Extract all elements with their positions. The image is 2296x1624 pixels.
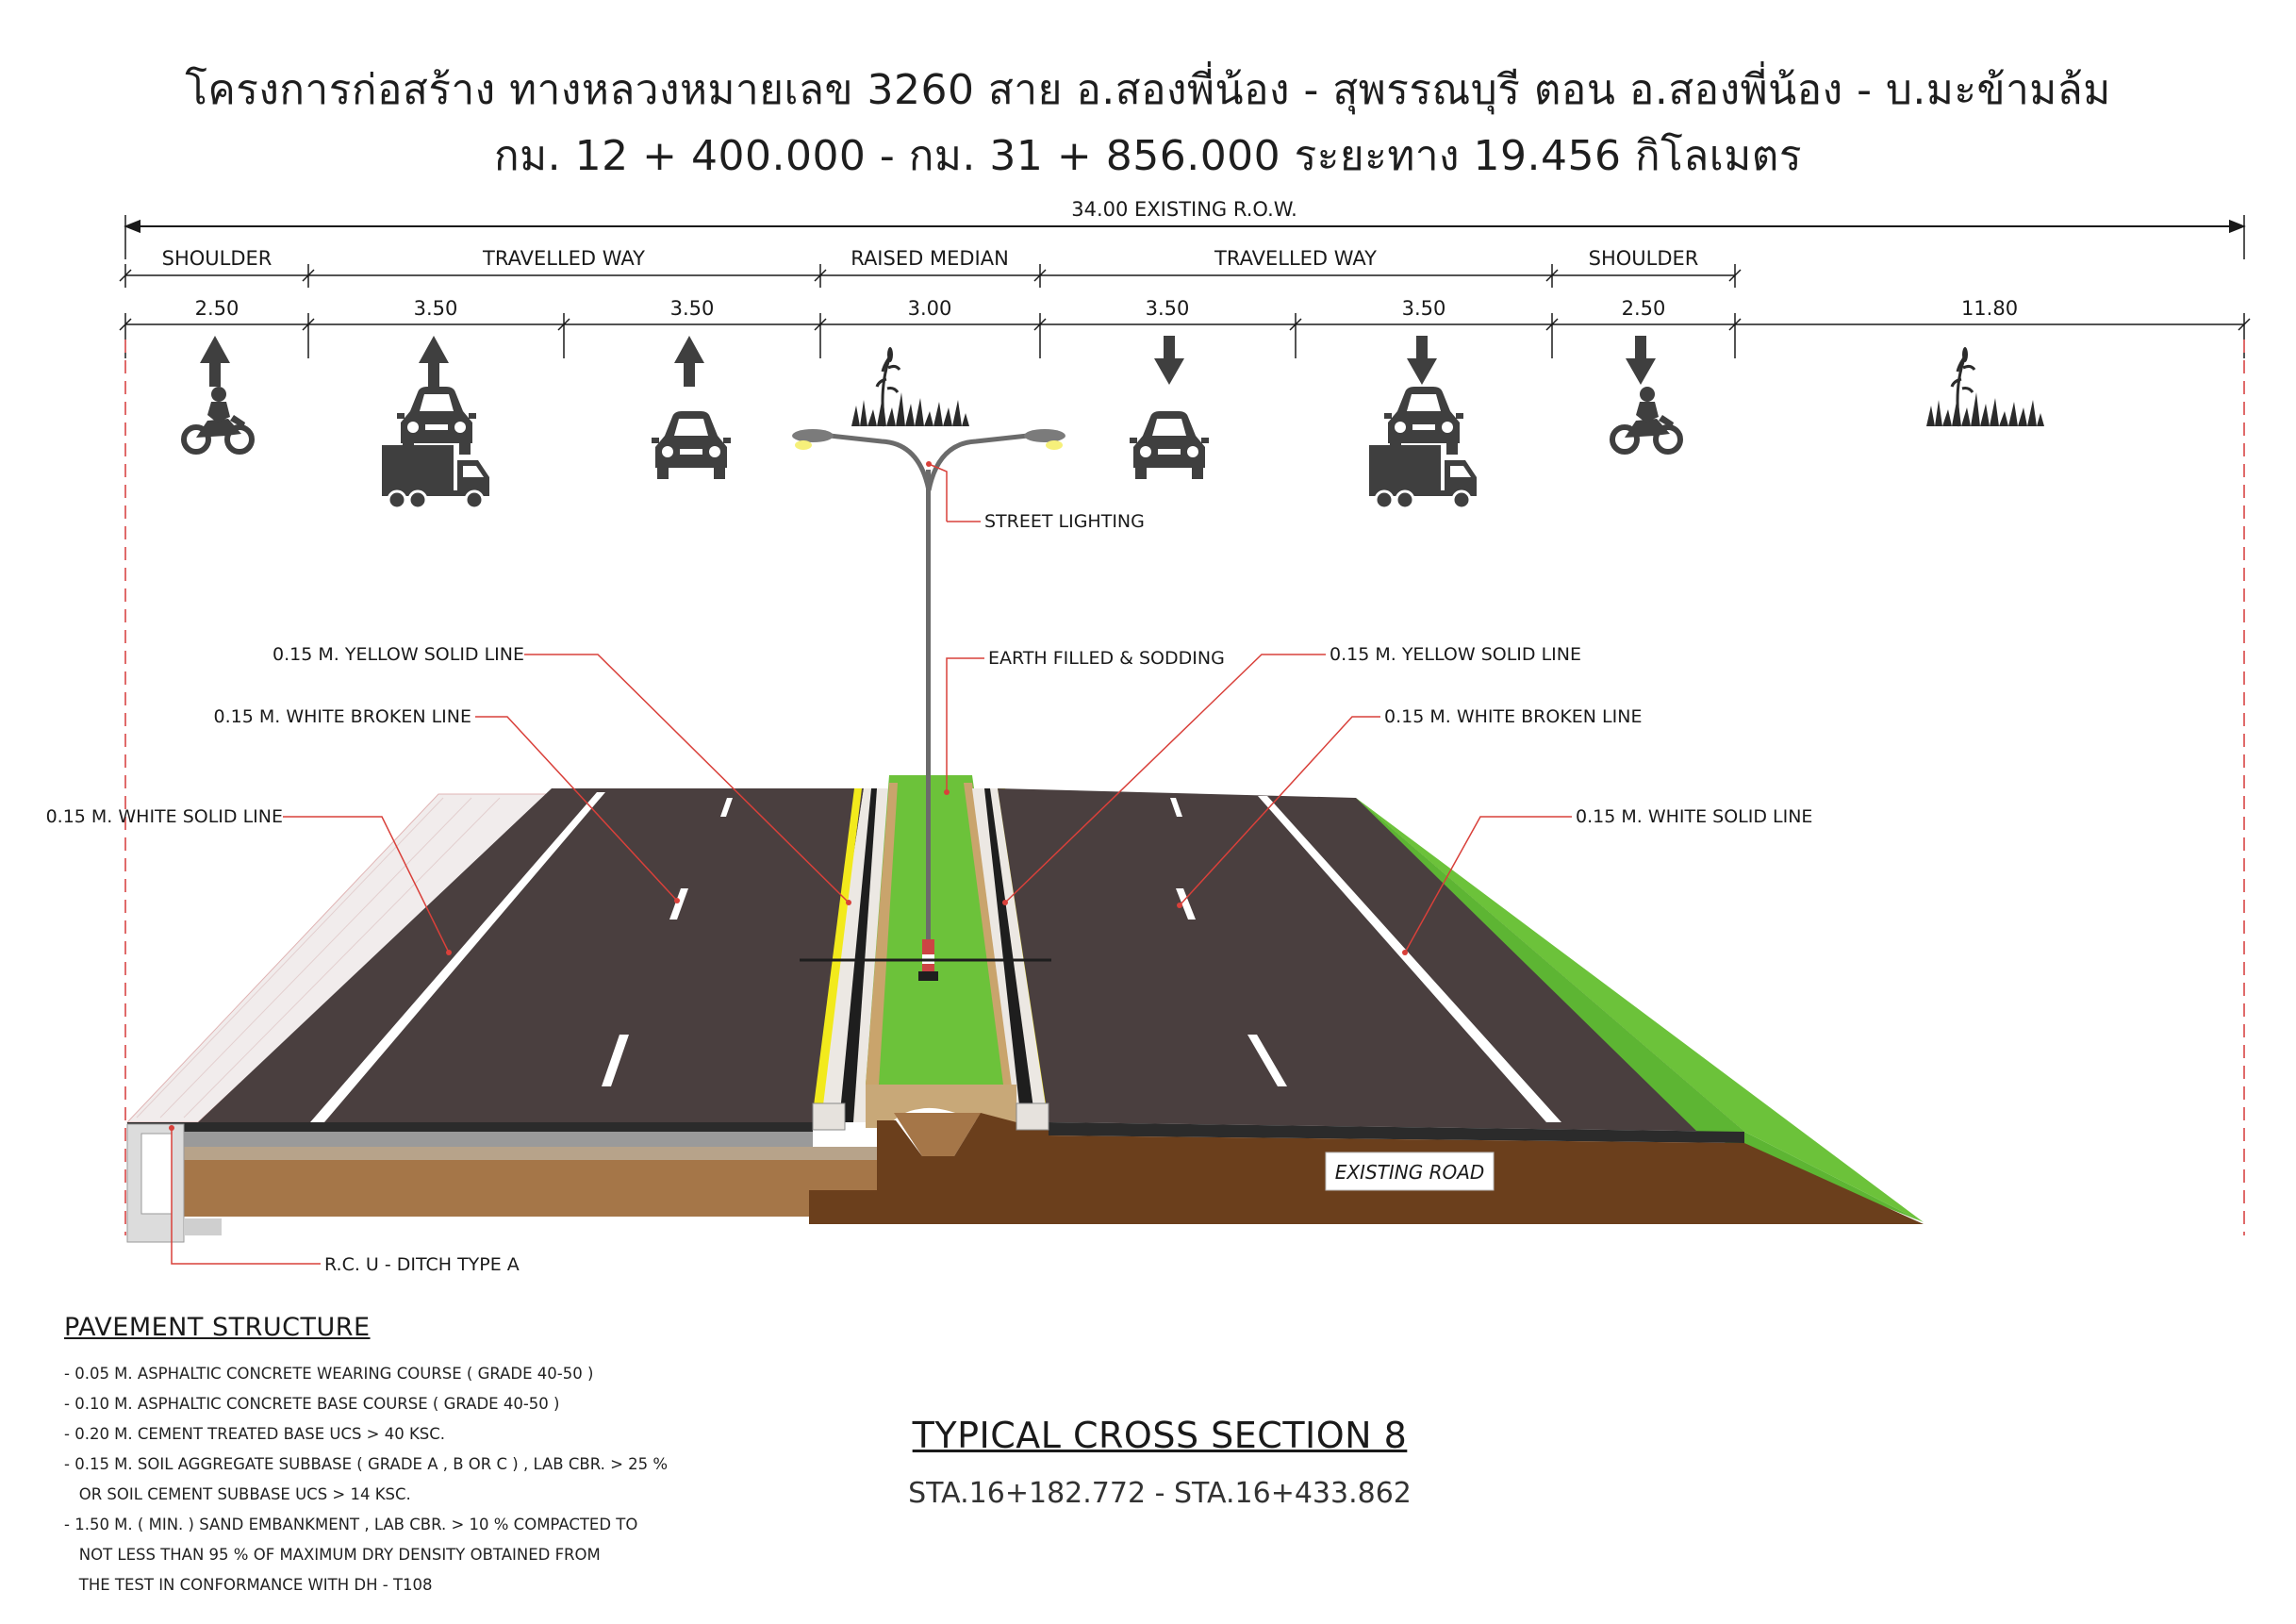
pavement-item: - 0.15 M. SOIL AGGREGATE SUBBASE ( GRADE… xyxy=(64,1455,669,1473)
pavement-item: - 0.10 M. ASPHALTIC CONCRETE BASE COURSE… xyxy=(64,1395,560,1413)
callout-white-broken-left: 0.15 M. WHITE BROKEN LINE xyxy=(214,706,471,727)
project-title-line1: โครงการก่อสร้าง ทางหลวงหมายเลข 3260 สาย … xyxy=(185,66,2111,114)
callout-leaders xyxy=(171,463,1572,1265)
callout-white-broken-right: 0.15 M. WHITE BROKEN LINE xyxy=(1384,706,1642,727)
zone-label-travelled-left: TRAVELLED WAY xyxy=(482,247,645,270)
pavement-item: NOT LESS THAN 95 % OF MAXIMUM DRY DENSIT… xyxy=(64,1546,601,1564)
zone-dimension-line xyxy=(119,264,1742,288)
project-title-line2: กม. 12 + 400.000 - กม. 31 + 856.000 ระยะ… xyxy=(494,132,1802,180)
callout-yellow-line-right: 0.15 M. YELLOW SOLID LINE xyxy=(1330,644,1581,665)
width-label-4: 3.00 xyxy=(908,297,952,320)
width-label-1: 2.50 xyxy=(195,297,240,320)
width-label-6: 3.50 xyxy=(1402,297,1446,320)
width-label-7: 2.50 xyxy=(1622,297,1666,320)
width-label-2: 3.50 xyxy=(414,297,458,320)
zone-label-shoulder-left: SHOULDER xyxy=(162,247,273,270)
svg-text:EXISTING ROAD: EXISTING ROAD xyxy=(1335,1161,1485,1184)
arrow-up-icon xyxy=(674,336,704,387)
zone-label-travelled-right: TRAVELLED WAY xyxy=(1214,247,1377,270)
callout-u-ditch: R.C. U - DITCH TYPE A xyxy=(324,1254,520,1275)
section-title: TYPICAL CROSS SECTION 8 xyxy=(912,1415,1408,1456)
section-station: STA.16+182.772 - STA.16+433.862 xyxy=(908,1477,1412,1510)
existing-road-label: EXISTING ROAD xyxy=(1325,1152,1495,1191)
callout-street-lighting: STREET LIGHTING xyxy=(984,511,1145,532)
zone-label-shoulder-right: SHOULDER xyxy=(1589,247,1699,270)
car-icon xyxy=(1384,387,1463,455)
motorcycle-icon xyxy=(1612,387,1680,452)
callout-earth-filled: EARTH FILLED & SODDING xyxy=(988,648,1225,669)
car-icon xyxy=(652,411,731,479)
pavement-item: - 0.05 M. ASPHALTIC CONCRETE WEARING COU… xyxy=(64,1365,594,1383)
motorcycle-icon xyxy=(184,387,252,452)
pavement-item: THE TEST IN CONFORMANCE WITH DH - T108 xyxy=(64,1576,433,1594)
pavement-structure: PAVEMENT STRUCTURE - 0.05 M. ASPHALTIC C… xyxy=(64,1313,668,1600)
row-dimension: 34.00 EXISTING R.O.W. xyxy=(124,198,2246,259)
pavement-item: - 1.50 M. ( MIN. ) SAND EMBANKMENT , LAB… xyxy=(64,1516,638,1533)
arrow-up-icon xyxy=(419,336,449,387)
width-label-5: 3.50 xyxy=(1146,297,1190,320)
zone-label-raised-median: RAISED MEDIAN xyxy=(851,247,1009,270)
width-label-3: 3.50 xyxy=(670,297,715,320)
callout-white-solid-right: 0.15 M. WHITE SOLID LINE xyxy=(1576,806,1812,827)
grass-icon xyxy=(1924,345,2046,428)
truck-icon xyxy=(1367,443,1478,510)
row-label: 34.00 EXISTING R.O.W. xyxy=(1071,198,1297,221)
pavement-item: OR SOIL CEMENT SUBBASE UCS > 14 KSC. xyxy=(64,1485,411,1503)
arrow-down-icon xyxy=(1626,336,1656,385)
width-label-8: 11.80 xyxy=(1961,297,2018,320)
arrow-down-icon xyxy=(1407,336,1437,385)
pavement-heading: PAVEMENT STRUCTURE xyxy=(64,1313,371,1342)
grass-icon xyxy=(850,345,971,428)
road-3d-view xyxy=(125,429,1924,1243)
car-icon xyxy=(1130,411,1209,479)
arrow-up-icon xyxy=(200,336,230,387)
arrow-down-icon xyxy=(1154,336,1184,385)
pavement-item: - 0.20 M. CEMENT TREATED BASE UCS > 40 K… xyxy=(64,1425,446,1443)
callout-white-solid-left: 0.15 M. WHITE SOLID LINE xyxy=(46,806,283,827)
car-icon xyxy=(397,387,476,455)
truck-icon xyxy=(380,443,491,510)
callout-yellow-line-left: 0.15 M. YELLOW SOLID LINE xyxy=(273,644,524,665)
